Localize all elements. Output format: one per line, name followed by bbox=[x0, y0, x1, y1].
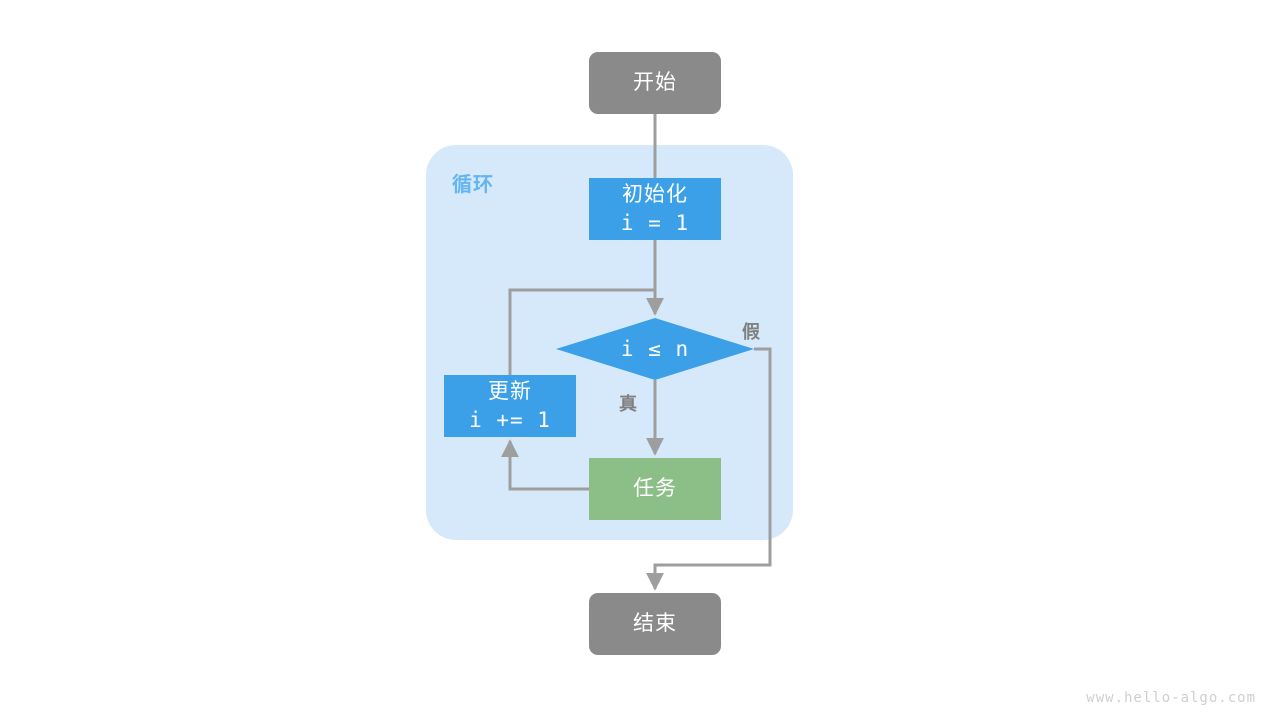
node-initialize-label: 初始化 bbox=[622, 183, 688, 206]
connector-update-to-decision bbox=[508, 288, 655, 375]
branch-label-true: 真 bbox=[619, 394, 638, 414]
node-update[interactable]: 更新 i += 1 bbox=[444, 375, 576, 437]
node-task[interactable]: 任务 bbox=[589, 458, 721, 520]
decision-diamond bbox=[556, 318, 754, 380]
node-end[interactable]: 结束 bbox=[589, 593, 721, 655]
loop-container-label: 循环 bbox=[452, 174, 494, 196]
node-update-code: i += 1 bbox=[469, 408, 551, 432]
node-initialize-code: i = 1 bbox=[620, 211, 690, 235]
node-task-label: 任务 bbox=[633, 477, 677, 500]
node-end-label: 结束 bbox=[633, 612, 677, 635]
node-update-label: 更新 bbox=[488, 380, 532, 403]
node-decision-code: i ≤ n bbox=[620, 337, 690, 361]
node-start-label: 开始 bbox=[633, 71, 677, 94]
branch-label-false: 假 bbox=[742, 322, 761, 342]
connector-task-to-update bbox=[501, 439, 589, 491]
node-decision[interactable]: i ≤ n bbox=[589, 318, 721, 380]
connector-decision-false-to-end bbox=[646, 347, 772, 591]
watermark: www.hello-algo.com bbox=[1086, 690, 1256, 706]
node-start[interactable]: 开始 bbox=[589, 52, 721, 114]
node-initialize[interactable]: 初始化 i = 1 bbox=[589, 178, 721, 240]
